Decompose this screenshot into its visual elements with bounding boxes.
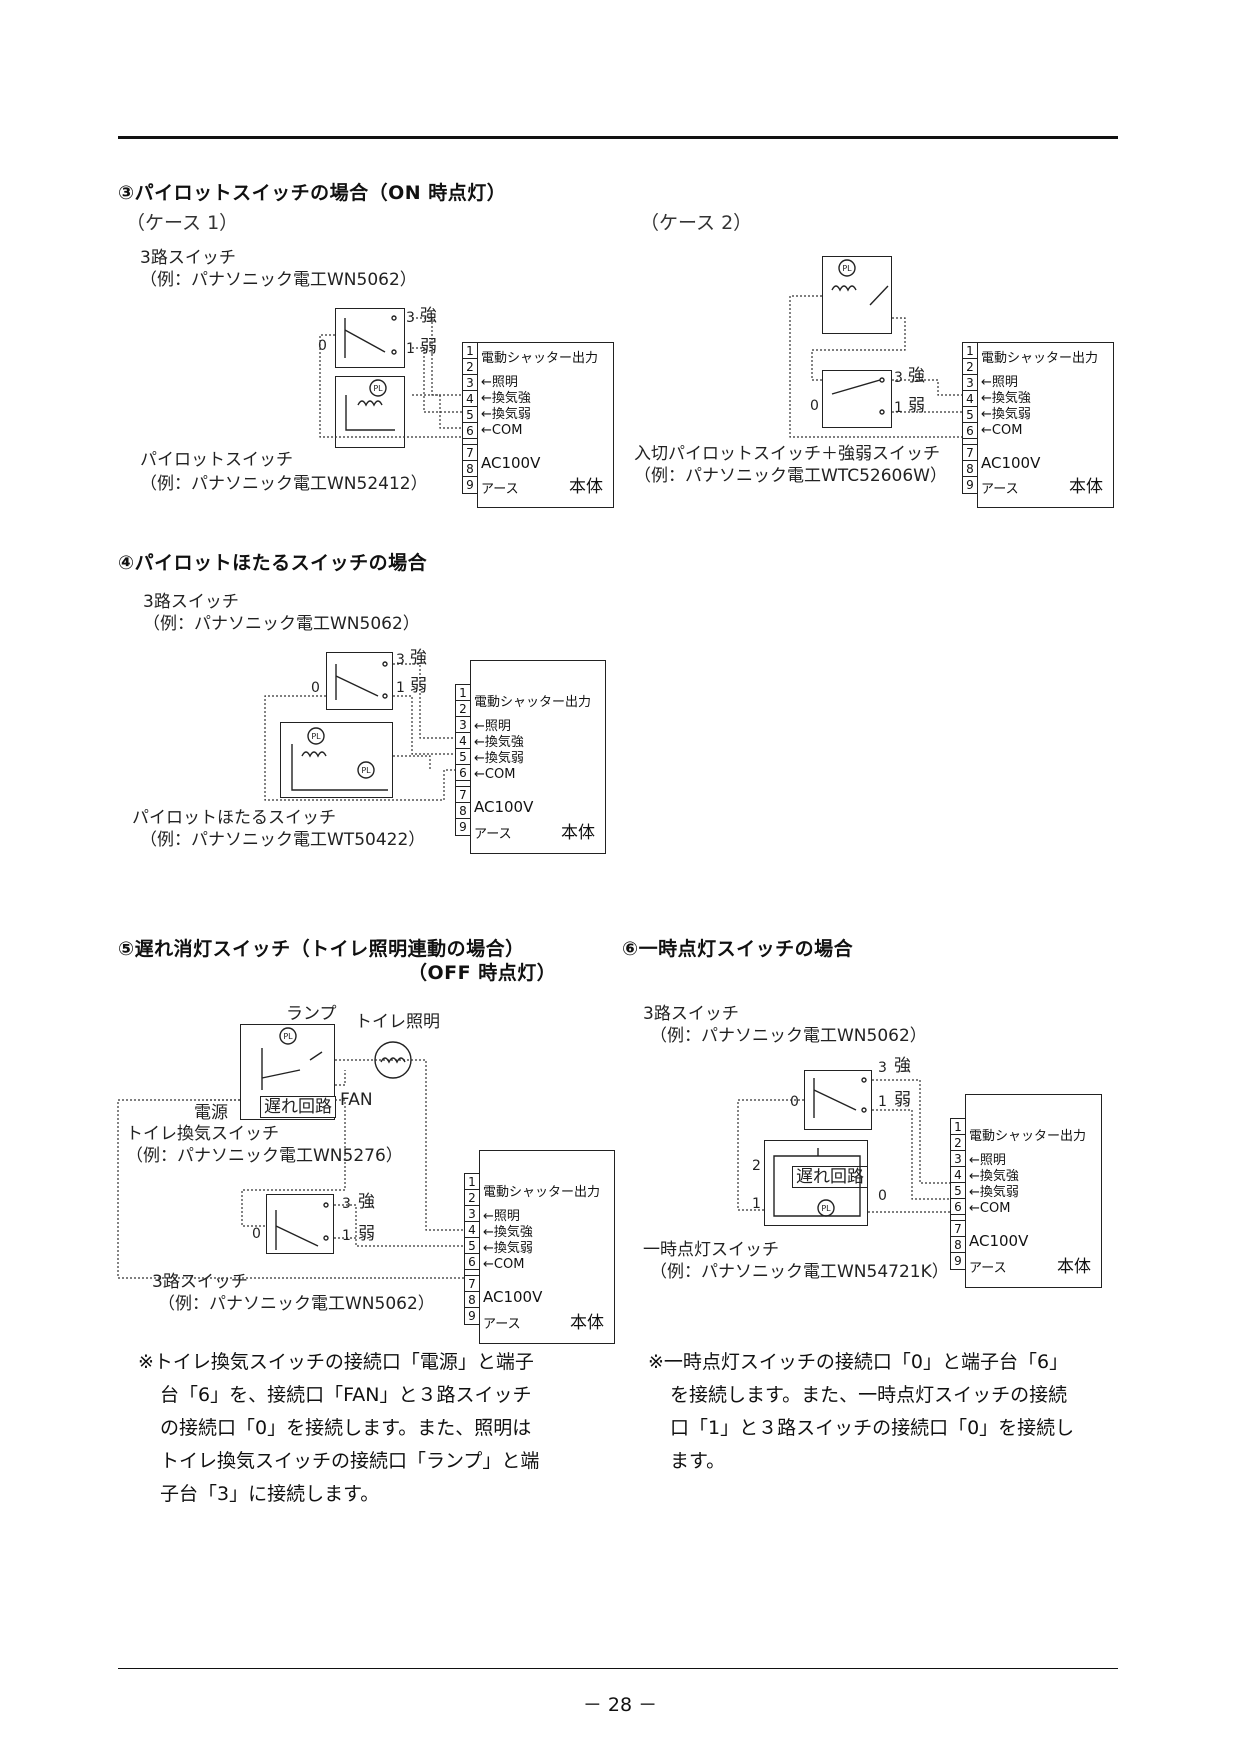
- s6-temp-terminal-1: 1: [752, 1196, 761, 1212]
- s5-terminal-0: 0: [252, 1226, 261, 1242]
- s5-fan-label: FAN: [340, 1090, 373, 1110]
- s5-terminal-3: 3: [342, 1196, 351, 1212]
- s5-delay-circuit: 遅れ回路: [260, 1096, 336, 1119]
- s6-terminal-2: 2: [752, 1158, 761, 1174]
- s6-weak: 弱: [894, 1090, 911, 1110]
- s6-delay-circuit: 遅れ回路: [792, 1166, 868, 1189]
- c2-terminal-3: 3: [894, 370, 903, 386]
- s5-toilet-light-label: トイレ照明: [355, 1012, 440, 1032]
- section4-heading: ④パイロットほたるスイッチの場合: [118, 552, 428, 574]
- s6-main-unit: 電動シャッター出力 ←照明 ←換気強 ←換気弱 ←COM AC100V アース …: [965, 1094, 1102, 1288]
- s4-hotaru-switch: [280, 722, 393, 798]
- c2-terminal-1: 1: [894, 400, 903, 416]
- s4-terminal-0: 0: [311, 680, 320, 696]
- s4-main-unit: 電動シャッター出力 ←照明 ←換気強 ←換気弱 ←COM AC100V アース …: [470, 660, 606, 854]
- s6-temp-terminal-0: 0: [878, 1188, 887, 1204]
- s4-terminal-1: 1: [396, 680, 405, 696]
- s5-switch3-example: （例：パナソニック電工WN5062）: [158, 1294, 435, 1314]
- c1-pilot-label: パイロットスイッチ: [140, 450, 293, 470]
- s6-temp-switch-example: （例：パナソニック電工WN54721K）: [650, 1262, 949, 1282]
- s5-strong: 強: [358, 1192, 375, 1212]
- section6-heading: ⑥一時点灯スイッチの場合: [622, 938, 854, 960]
- s5-lamp-label: ランプ: [286, 1004, 337, 1024]
- s6-note: ※一時点灯スイッチの接続口「0」と端子台「6」 を接続します。また、一時点灯スイ…: [648, 1351, 1075, 1472]
- s4-switch3-label: 3路スイッチ: [143, 592, 239, 612]
- c2-switch-label: 入切パイロットスイッチ＋強弱スイッチ: [634, 444, 940, 464]
- c1-pilot-switch: [335, 376, 405, 448]
- c2-terminal-0: 0: [810, 398, 819, 414]
- c1-main-unit: 電動シャッター出力 ←照明 ←換気強 ←換気弱 ←COM AC100V アース …: [477, 342, 614, 508]
- s5-switch3-label: 3路スイッチ: [152, 1272, 248, 1292]
- c2-weak: 弱: [908, 396, 925, 416]
- s5-main-unit: 電動シャッター出力 ←照明 ←換気強 ←換気弱 ←COM AC100V アース …: [479, 1150, 615, 1344]
- c2-switch-example: （例：パナソニック電工WTC52606W）: [634, 466, 947, 486]
- terminal-1-label: 1: [406, 341, 415, 357]
- case1-label: （ケース 1）: [126, 212, 239, 234]
- s5-terminal-1: 1: [342, 1228, 351, 1244]
- weak-label: 弱: [420, 337, 437, 357]
- c1-pilot-example: （例：パナソニック電工WN52412）: [140, 474, 428, 494]
- s5-note: ※トイレ換気スイッチの接続口「電源」と端子 台「6」を、接続口「FAN」と３路ス…: [138, 1351, 540, 1505]
- section3-heading: ③パイロットスイッチの場合（ON 時点灯）: [118, 182, 507, 204]
- s6-temp-switch-label: 一時点灯スイッチ: [643, 1240, 779, 1260]
- c2-main-unit: 電動シャッター出力 ←照明 ←換気強 ←換気弱 ←COM AC100V アース …: [977, 342, 1114, 508]
- s4-hotaru-label: パイロットほたるスイッチ: [132, 808, 336, 828]
- s4-switch3-example: （例：パナソニック電工WN5062）: [143, 614, 420, 634]
- s5-power-label: 電源: [194, 1103, 228, 1123]
- s5-toilet-fan-switch-label: トイレ換気スイッチ: [126, 1124, 279, 1144]
- section5-heading-sub: （OFF 時点灯）: [408, 962, 557, 984]
- strong-label: 強: [420, 306, 437, 326]
- c2-strong-weak-switch: [822, 370, 892, 428]
- s6-terminal-0: 0: [790, 1094, 799, 1110]
- c1-three-way-switch: [335, 308, 405, 368]
- s5-weak: 弱: [358, 1224, 375, 1244]
- s4-weak: 弱: [410, 676, 427, 696]
- s4-strong: 強: [410, 648, 427, 668]
- page-number: － 28 －: [582, 1694, 658, 1716]
- s6-switch3-example: （例：パナソニック電工WN5062）: [650, 1026, 927, 1046]
- section5-heading: ⑤遅れ消灯スイッチ（トイレ照明連動の場合）: [118, 938, 525, 960]
- terminal-0-label: 0: [318, 338, 327, 354]
- s6-three-way-switch: [804, 1070, 872, 1130]
- c1-switch3-label: 3路スイッチ: [140, 248, 236, 268]
- s6-terminal-3: 3: [878, 1060, 887, 1076]
- c2-pilot-switch: [822, 256, 892, 334]
- case2-label: （ケース 2）: [640, 212, 753, 234]
- s6-switch3-label: 3路スイッチ: [643, 1004, 739, 1024]
- header-rule: [118, 136, 1118, 139]
- s4-three-way-switch: [326, 652, 393, 710]
- c2-strong: 強: [908, 366, 925, 386]
- s4-hotaru-example: （例：パナソニック電工WT50422）: [140, 830, 426, 850]
- s5-toilet-fan-switch-example: （例：パナソニック電工WN5276）: [126, 1146, 403, 1166]
- footer-rule: [118, 1668, 1118, 1669]
- c1-switch3-example: （例：パナソニック電工WN5062）: [140, 270, 417, 290]
- s6-terminal-1: 1: [878, 1094, 887, 1110]
- terminal-3-label: 3: [406, 310, 415, 326]
- s4-terminal-3: 3: [396, 652, 405, 668]
- s5-three-way-switch: [266, 1194, 334, 1254]
- s6-strong: 強: [894, 1056, 911, 1076]
